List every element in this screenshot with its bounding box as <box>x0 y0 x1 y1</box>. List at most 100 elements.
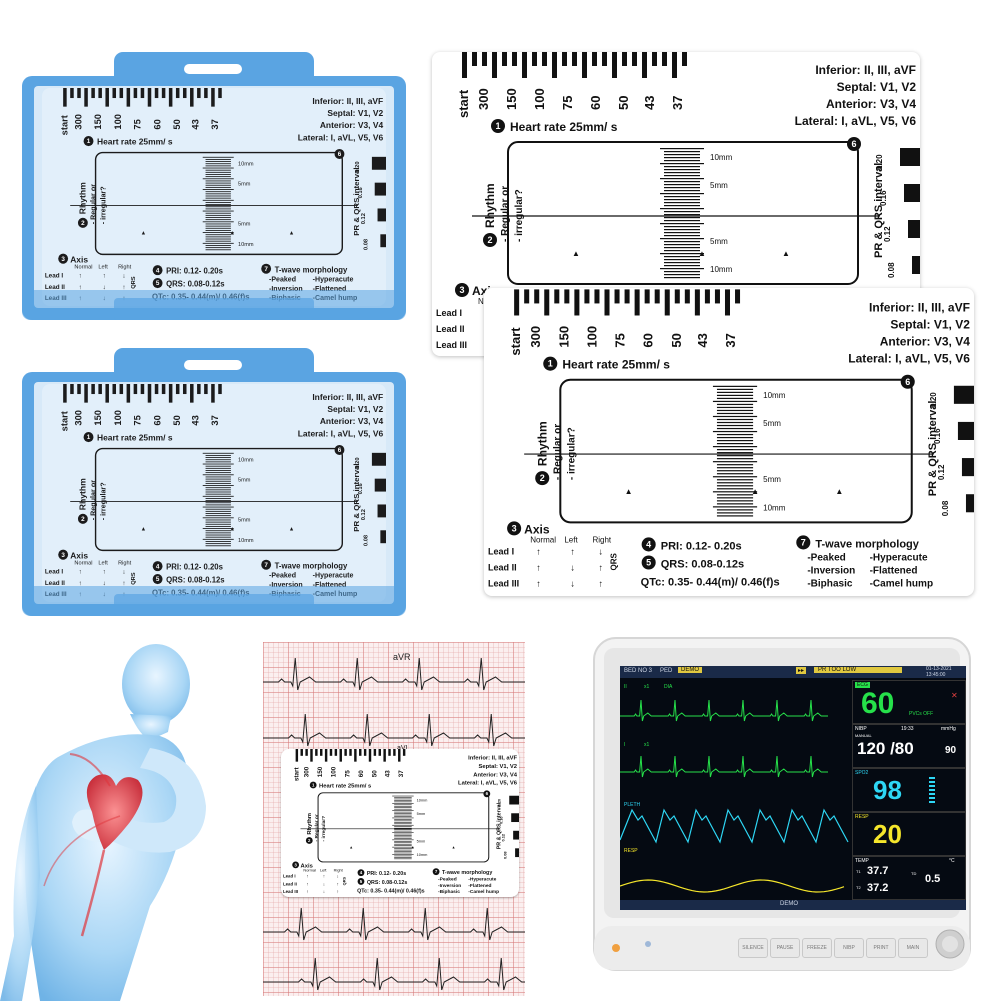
spo2-box: SPO2 98 <box>852 768 966 812</box>
mm-tick <box>205 530 231 532</box>
mm-tick <box>716 464 754 466</box>
mm-tick <box>664 259 700 261</box>
rhythm-regular: - Regular or <box>500 186 511 242</box>
mm-tick <box>664 241 700 243</box>
silence-button[interactable]: SILENCE <box>738 938 768 958</box>
qrs-side-label: QRS <box>131 276 137 289</box>
mm-tick <box>205 489 231 491</box>
mm-tick <box>716 397 754 400</box>
interval-label: PR & QRS interval <box>352 167 361 235</box>
interval-bar <box>904 184 920 202</box>
mm-label: 10mm <box>417 852 428 857</box>
mm-tick <box>202 199 234 201</box>
mm-tick <box>716 467 754 469</box>
mm-label: 5mm <box>710 181 728 190</box>
mm-tick <box>394 823 412 825</box>
ruler-tick <box>612 52 617 78</box>
mm-tick <box>660 238 704 240</box>
mm-tick <box>205 543 231 545</box>
mm-tick <box>205 470 231 471</box>
freeze-button[interactable]: FREEZE <box>802 938 832 958</box>
mm-tick <box>716 452 754 454</box>
ruler-tick <box>534 289 540 304</box>
marker-left: ▲ <box>349 844 353 849</box>
bed-number: BED NO 3 <box>624 668 653 674</box>
mm-tick <box>202 189 234 190</box>
step-number-5: 5 <box>360 879 363 884</box>
step-number-3: 3 <box>512 523 517 533</box>
axis-row: Lead I <box>283 874 296 879</box>
interval-bar <box>511 813 519 823</box>
ruler-tick <box>344 749 347 756</box>
mm-tick <box>716 443 754 445</box>
twave-title: T-wave morphology <box>815 538 919 550</box>
print-button[interactable]: PRINT <box>866 938 896 958</box>
heart-rate-label: Heart rate 25mm/ s <box>510 120 618 134</box>
interval-bar <box>377 504 386 518</box>
scale-label: 43 <box>191 415 201 425</box>
mm-tick <box>394 797 412 798</box>
td-value: 0.5 <box>925 873 941 885</box>
ruler-tick <box>524 289 530 304</box>
scale-label: 50 <box>172 119 182 129</box>
lead-group-0: Inferior: II, III, aVF <box>869 300 970 314</box>
mm-tick <box>205 184 231 186</box>
step-badge-7 <box>261 559 272 570</box>
step-badge-2 <box>305 837 313 844</box>
mm-tick <box>664 247 700 249</box>
mm-tick <box>205 457 231 459</box>
axis-arrow: ↓ <box>337 874 339 879</box>
ruler-tick <box>147 88 152 107</box>
interval-tick: 0.16 <box>879 190 888 206</box>
interval-bar <box>374 182 386 196</box>
twave-item: -Hyperacute <box>870 552 928 563</box>
mm-label: 5mm <box>238 477 251 483</box>
pri-label: PRI: 0.12- 0.20s <box>166 267 223 276</box>
step-badge-4 <box>152 265 163 276</box>
resp-box: RESP 20 <box>852 812 966 856</box>
mm-tick <box>205 225 231 227</box>
mm-tick <box>202 156 234 158</box>
rhythm-label: Rhythm <box>78 478 88 510</box>
lead-group-1: Septal: V1, V2 <box>890 318 970 332</box>
axis-arrow: ↑ <box>306 881 308 886</box>
mm-tick <box>205 525 231 527</box>
ruler-tick <box>398 749 401 762</box>
interval-tick: 0.08 <box>887 262 896 278</box>
mm-tick <box>660 193 704 195</box>
ruler-tick <box>77 384 81 395</box>
mm-tick <box>660 208 704 210</box>
mm-tick <box>392 810 414 811</box>
scale-label: 75 <box>133 119 143 129</box>
step-badge-5 <box>152 574 163 585</box>
temp-label: TEMP <box>855 858 869 864</box>
perfusion-bar <box>929 777 935 803</box>
mm-tick <box>394 851 412 852</box>
mm-tick <box>716 515 754 517</box>
nibp-button[interactable]: NIBP <box>834 938 864 958</box>
marker-right: ▲ <box>452 844 456 849</box>
mm-tick <box>205 500 231 502</box>
body-illustration <box>0 644 206 1001</box>
mm-tick <box>716 421 754 424</box>
main-button[interactable]: MAIN <box>898 938 928 958</box>
mm-tick <box>205 459 231 461</box>
mm-tick <box>664 265 700 267</box>
lead-group-3: Lateral: I, aVL, V5, V6 <box>795 114 917 128</box>
axis-arrow: ↓ <box>103 580 106 587</box>
pause-button[interactable]: PAUSE <box>770 938 800 958</box>
twave-item: -Flattened <box>468 883 491 889</box>
interval-bar <box>380 530 386 544</box>
ruler-tick <box>315 749 318 756</box>
mm-tick <box>394 811 412 813</box>
mm-tick <box>205 174 231 175</box>
interval-label: PR & QRS interval <box>927 401 939 497</box>
interval-tick: 0.12 <box>883 226 892 242</box>
rhythm-regular: - Regular or <box>90 184 98 224</box>
axis-arrow: ↑ <box>570 546 575 556</box>
mm-tick <box>205 202 231 203</box>
marker-left: ▲ <box>141 230 147 236</box>
mm-tick <box>664 211 700 213</box>
rhythm-label: Rhythm <box>78 182 88 214</box>
mm-tick <box>202 232 234 233</box>
